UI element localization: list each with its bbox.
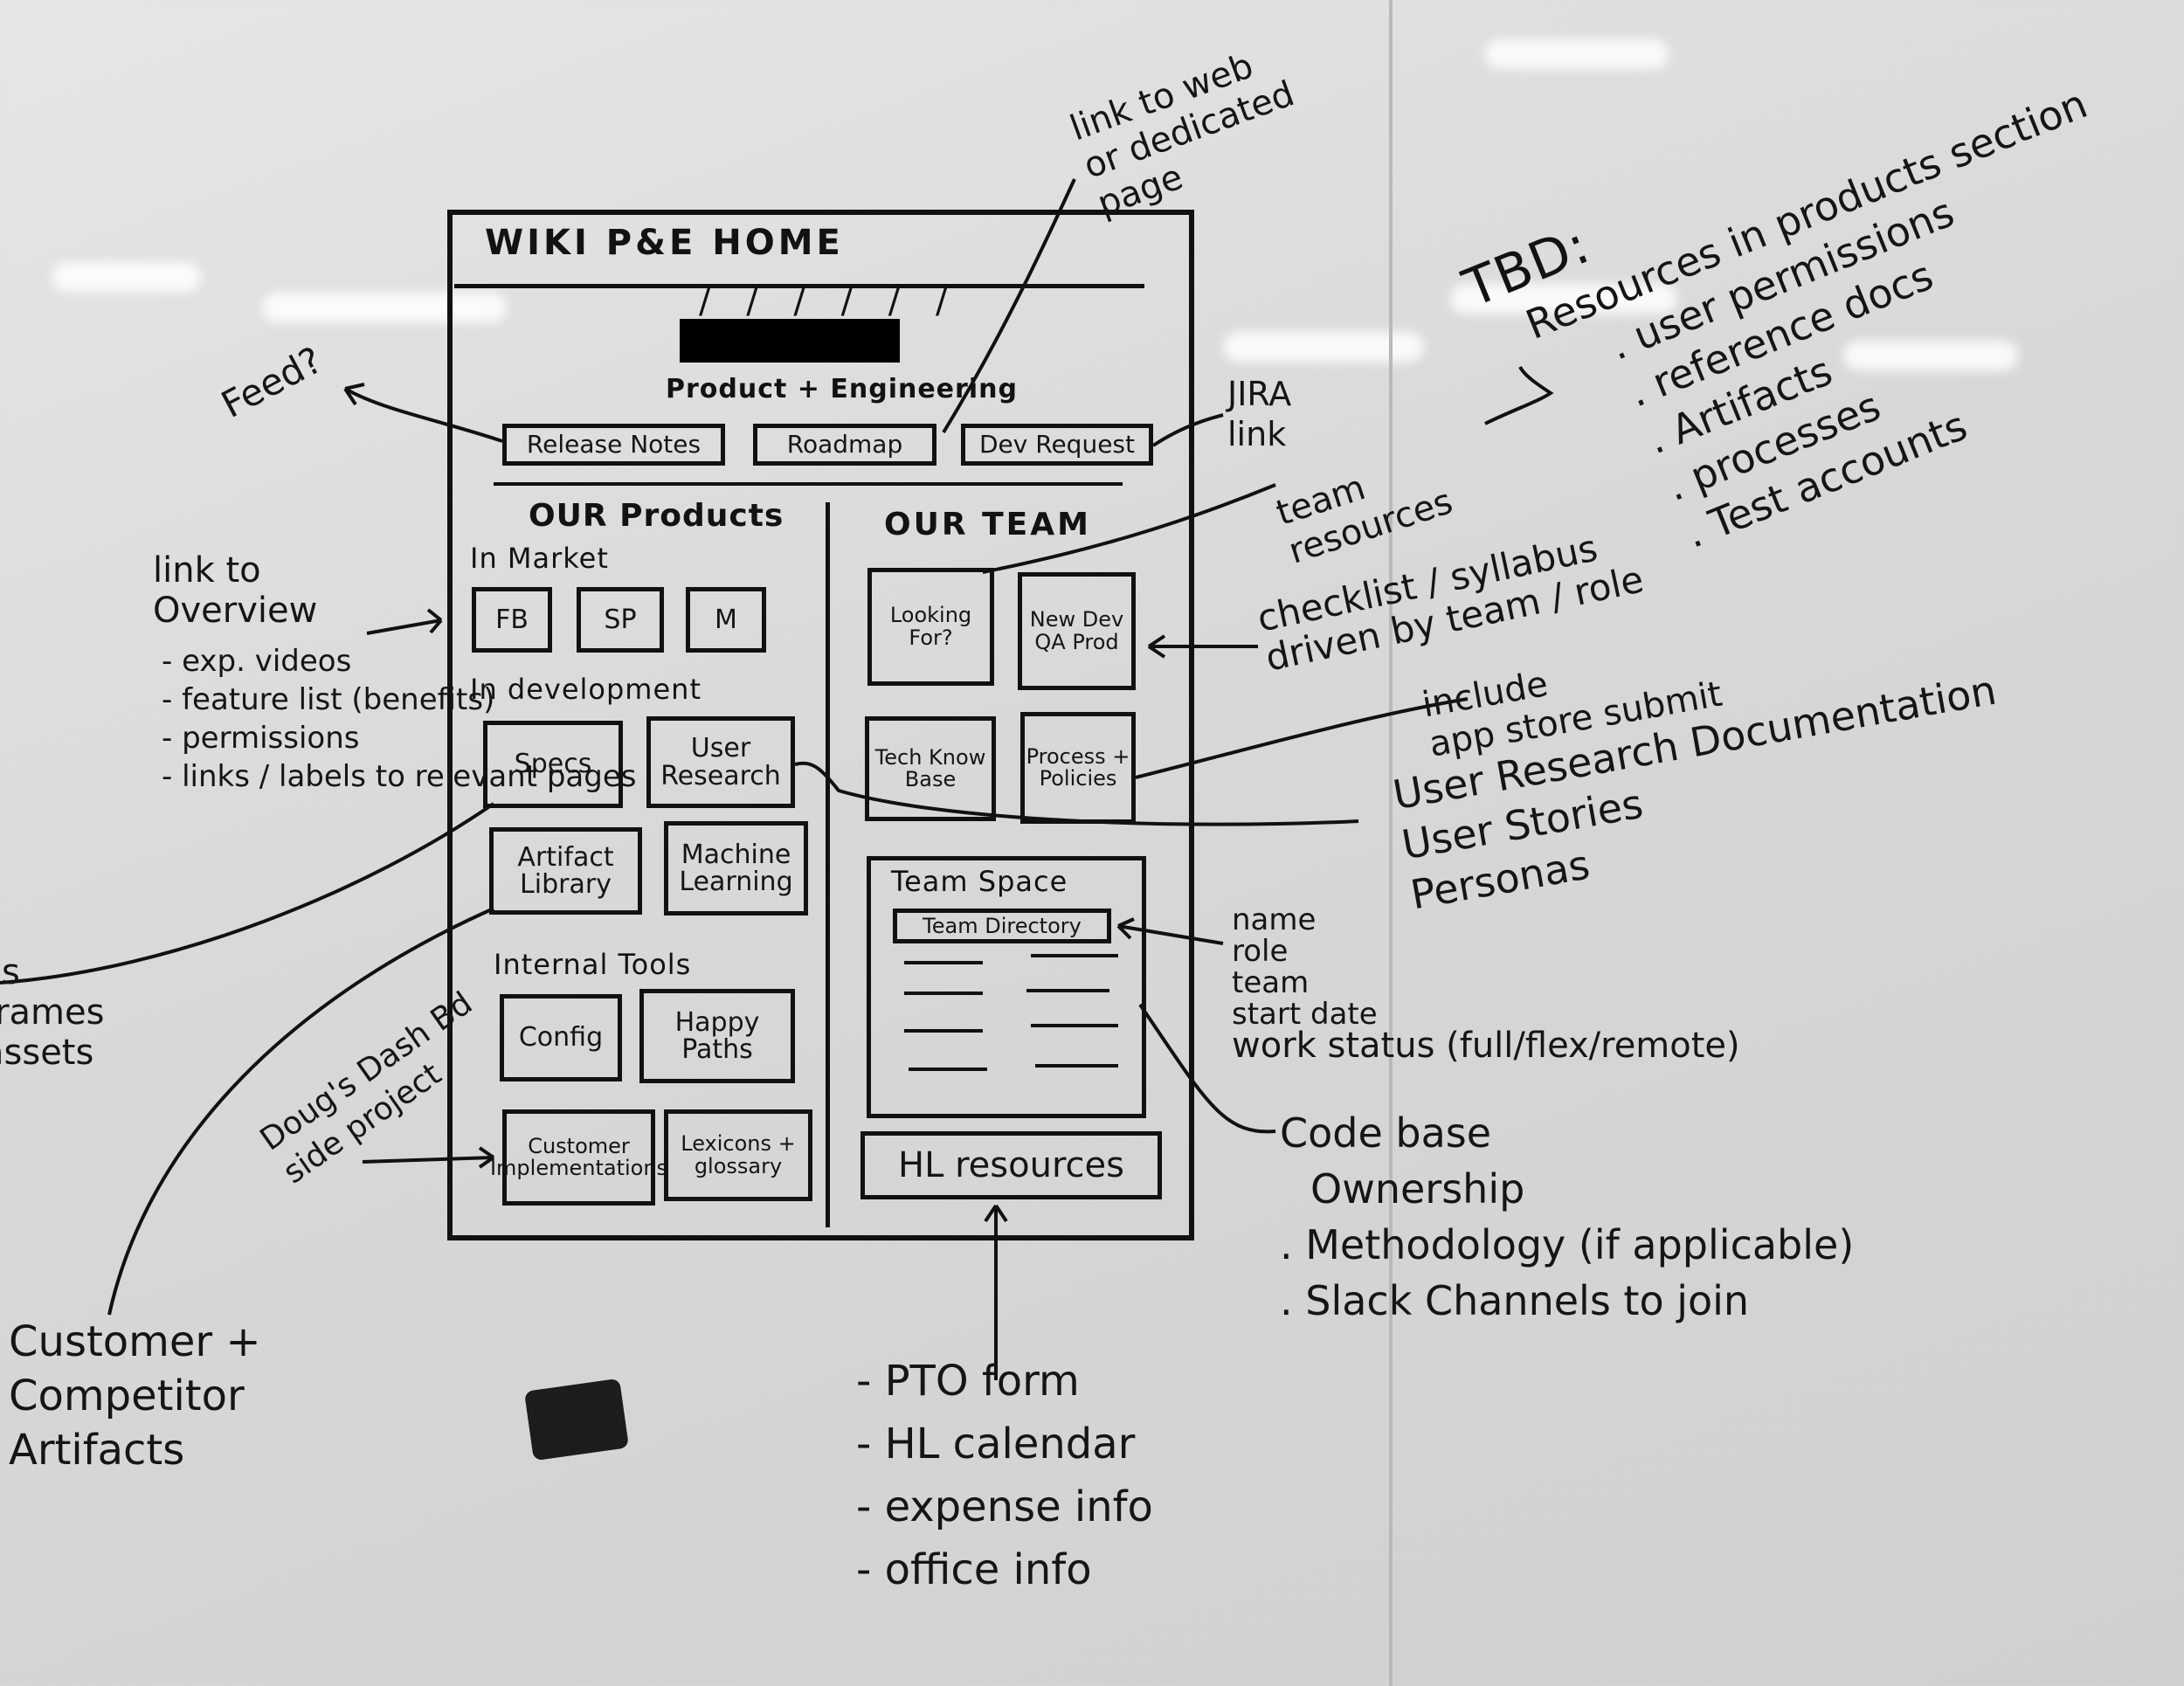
directory-field: name bbox=[1232, 904, 1740, 936]
arrow-checklist bbox=[1149, 636, 1258, 657]
directory-field: work status (full/flex/remote) bbox=[1232, 1030, 1740, 1061]
overview-item: - feature list (benefits) bbox=[162, 681, 636, 719]
left-clipped-note: cs frames assets bbox=[0, 952, 104, 1073]
arrow-team-resources bbox=[983, 485, 1275, 572]
hl-resources-list: - PTO form - HL calendar - expense info … bbox=[856, 1350, 1153, 1601]
hl-item: - expense info bbox=[856, 1475, 1153, 1538]
codebase-item: . Methodology (if applicable) bbox=[1280, 1217, 1854, 1273]
overview-item: - permissions bbox=[162, 719, 636, 757]
arrow-side-project bbox=[363, 1148, 494, 1167]
customer-competitor-note: Customer + Competitor Artifacts bbox=[9, 1315, 261, 1477]
link-overview-note: link to Overview bbox=[153, 550, 317, 631]
hl-item: - HL calendar bbox=[856, 1413, 1153, 1475]
arrow-user-research bbox=[795, 764, 1358, 825]
overview-item: - links / labels to relevant pages bbox=[162, 757, 636, 796]
arrow-team-directory bbox=[1118, 919, 1223, 943]
hl-item: - office info bbox=[856, 1538, 1153, 1601]
arrow-jira bbox=[1153, 415, 1223, 446]
codebase-item: Code base bbox=[1280, 1105, 1854, 1161]
hl-item: - PTO form bbox=[856, 1350, 1153, 1413]
codebase-item: . Slack Channels to join bbox=[1280, 1273, 1854, 1329]
overview-list: - exp. videos - feature list (benefits) … bbox=[162, 642, 636, 796]
jira-note: JIRA link bbox=[1227, 374, 1291, 454]
codebase-item: Ownership bbox=[1280, 1161, 1854, 1217]
overview-item: - exp. videos bbox=[162, 642, 636, 681]
directory-field: role bbox=[1232, 936, 1740, 967]
directory-fields-list: name role team start date work status (f… bbox=[1232, 904, 1740, 1061]
arrow-feed bbox=[345, 384, 502, 441]
arrow-overview bbox=[367, 610, 441, 633]
directory-field: team bbox=[1232, 967, 1740, 998]
codebase-list: Code base Ownership . Methodology (if ap… bbox=[1280, 1105, 1854, 1329]
arrow-link-web bbox=[943, 179, 1075, 432]
